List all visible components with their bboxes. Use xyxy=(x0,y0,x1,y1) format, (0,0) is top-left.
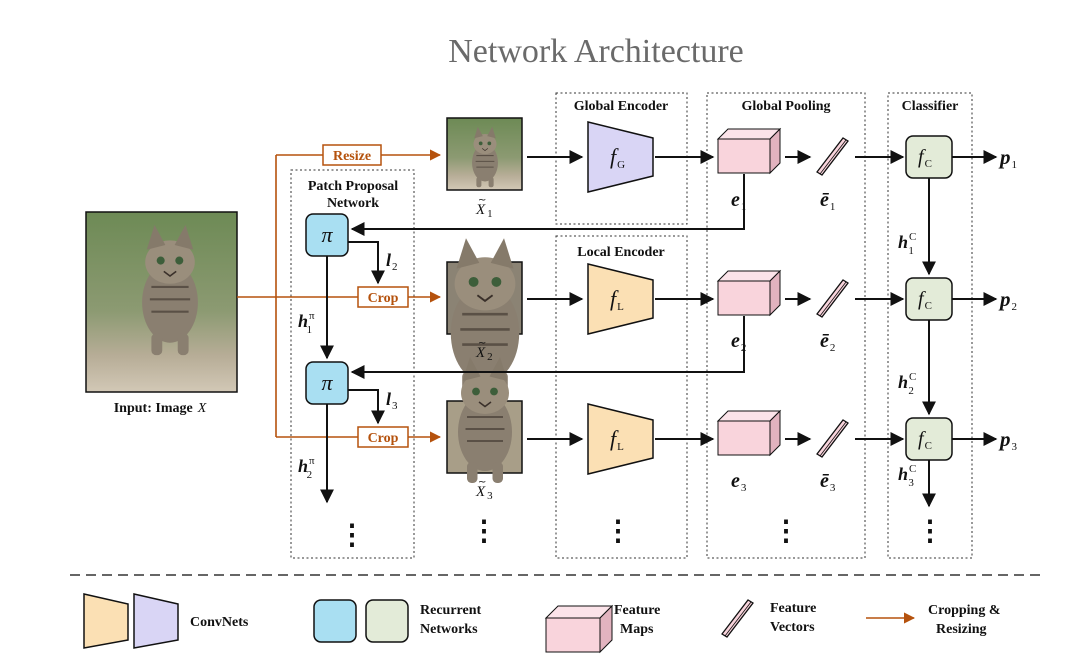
patch-image-3 xyxy=(446,355,523,485)
patch-label-3-tilde: ~ xyxy=(478,477,486,488)
patch-image-2 xyxy=(446,236,523,400)
svg-text:fC: fC xyxy=(918,428,932,452)
feature-vector-2 xyxy=(816,279,849,318)
ellipsis-patch: ⋮ xyxy=(470,516,498,547)
svg-text:Maps: Maps xyxy=(620,622,654,637)
svg-text:fL: fL xyxy=(610,286,624,313)
crop-resize-arrows xyxy=(237,149,442,443)
svg-text:π: π xyxy=(321,370,333,395)
global-pooling-box xyxy=(706,92,866,559)
location-label-2: l2 xyxy=(386,250,398,273)
feature-map-1 xyxy=(717,128,781,174)
svg-text:Crop: Crop xyxy=(368,431,399,446)
feature-vector-label-2: ē2 xyxy=(820,330,835,354)
svg-text:fC: fC xyxy=(918,288,932,312)
diagram-title: Network Architecture xyxy=(448,33,744,70)
output-label-2: p2 xyxy=(998,287,1017,313)
svg-text:Networks: Networks xyxy=(420,622,478,637)
input-image xyxy=(85,211,238,393)
resize-op: Resize xyxy=(322,144,382,166)
ellipsis-pooling: ⋮ xyxy=(772,516,800,547)
classifier-3: fC xyxy=(905,417,953,461)
location-label-3: l3 xyxy=(386,389,398,412)
output-label-1: p1 xyxy=(998,145,1017,171)
ellipsis-classifier: ⋮ xyxy=(916,516,944,547)
legend-recurrent: Recurrent Networks xyxy=(313,599,481,643)
classifier-label: Classifier xyxy=(902,99,959,114)
policy-block-1: π xyxy=(305,213,349,257)
svg-text:fG: fG xyxy=(610,144,625,171)
local-encoder-box xyxy=(555,235,688,559)
svg-text:Vectors: Vectors xyxy=(770,620,815,635)
feature-vector-3 xyxy=(816,419,849,458)
global-pooling-label: Global Pooling xyxy=(741,99,830,114)
crop-op-1: Crop xyxy=(357,286,409,308)
arrow-policy1-crop xyxy=(348,241,385,285)
svg-text:fC: fC xyxy=(918,146,932,170)
arrow-policy2-crop xyxy=(348,389,385,425)
svg-text:Resizing: Resizing xyxy=(936,622,987,637)
svg-text:Feature: Feature xyxy=(770,601,816,616)
global-encoder: fG xyxy=(587,121,654,193)
classifier-box xyxy=(887,92,973,559)
ellipsis-policy: ⋮ xyxy=(338,520,366,551)
legend-feature-maps: Feature Maps xyxy=(544,603,660,654)
legend-convnets: ConvNets xyxy=(83,593,249,649)
output-label-3: p3 xyxy=(998,427,1018,453)
patch-image-1 xyxy=(446,117,523,191)
feature-vector-label-3: ē3 xyxy=(820,470,836,494)
legend-feature-vectors: Feature Vectors xyxy=(721,599,816,638)
feature-map-3 xyxy=(717,410,781,456)
global-encoder-label: Global Encoder xyxy=(574,99,669,114)
local-encoder-2: fL xyxy=(587,403,654,475)
svg-text:π: π xyxy=(321,222,333,247)
patch-proposal-label-2: Network xyxy=(327,196,379,211)
feature-vector-1 xyxy=(816,137,849,176)
patch-label-1-tilde: ~ xyxy=(478,195,486,206)
svg-text:fL: fL xyxy=(610,426,624,453)
svg-text:Feature: Feature xyxy=(614,603,660,618)
patch-proposal-label-1: Patch Proposal xyxy=(308,179,398,194)
svg-text:Recurrent: Recurrent xyxy=(420,603,481,618)
classifier-2: fC xyxy=(905,277,953,321)
local-encoder-1: fL xyxy=(587,263,654,335)
svg-text:Resize: Resize xyxy=(333,149,371,164)
svg-text:Crop: Crop xyxy=(368,291,399,306)
arrow-fmap2-policy2 xyxy=(350,316,745,379)
patch-label-2-tilde: ~ xyxy=(478,338,486,349)
crop-op-2: Crop xyxy=(357,426,409,448)
local-encoder-label: Local Encoder xyxy=(577,245,665,260)
classifier-1: fC xyxy=(905,135,953,179)
policy-block-2: π xyxy=(305,361,349,405)
patch-proposal-box xyxy=(290,169,415,559)
feature-vector-label-1: ē1 xyxy=(820,189,835,213)
arrow-fmap1-policy1 xyxy=(350,174,745,236)
ellipsis-encoder: ⋮ xyxy=(604,516,632,547)
feature-map-2 xyxy=(717,270,781,316)
svg-text:ConvNets: ConvNets xyxy=(190,615,249,630)
legend-crop-resize: Cropping & Resizing xyxy=(866,603,1000,637)
svg-text:Cropping &: Cropping & xyxy=(928,603,1000,618)
feature-map-label-3: e3 xyxy=(731,470,747,494)
